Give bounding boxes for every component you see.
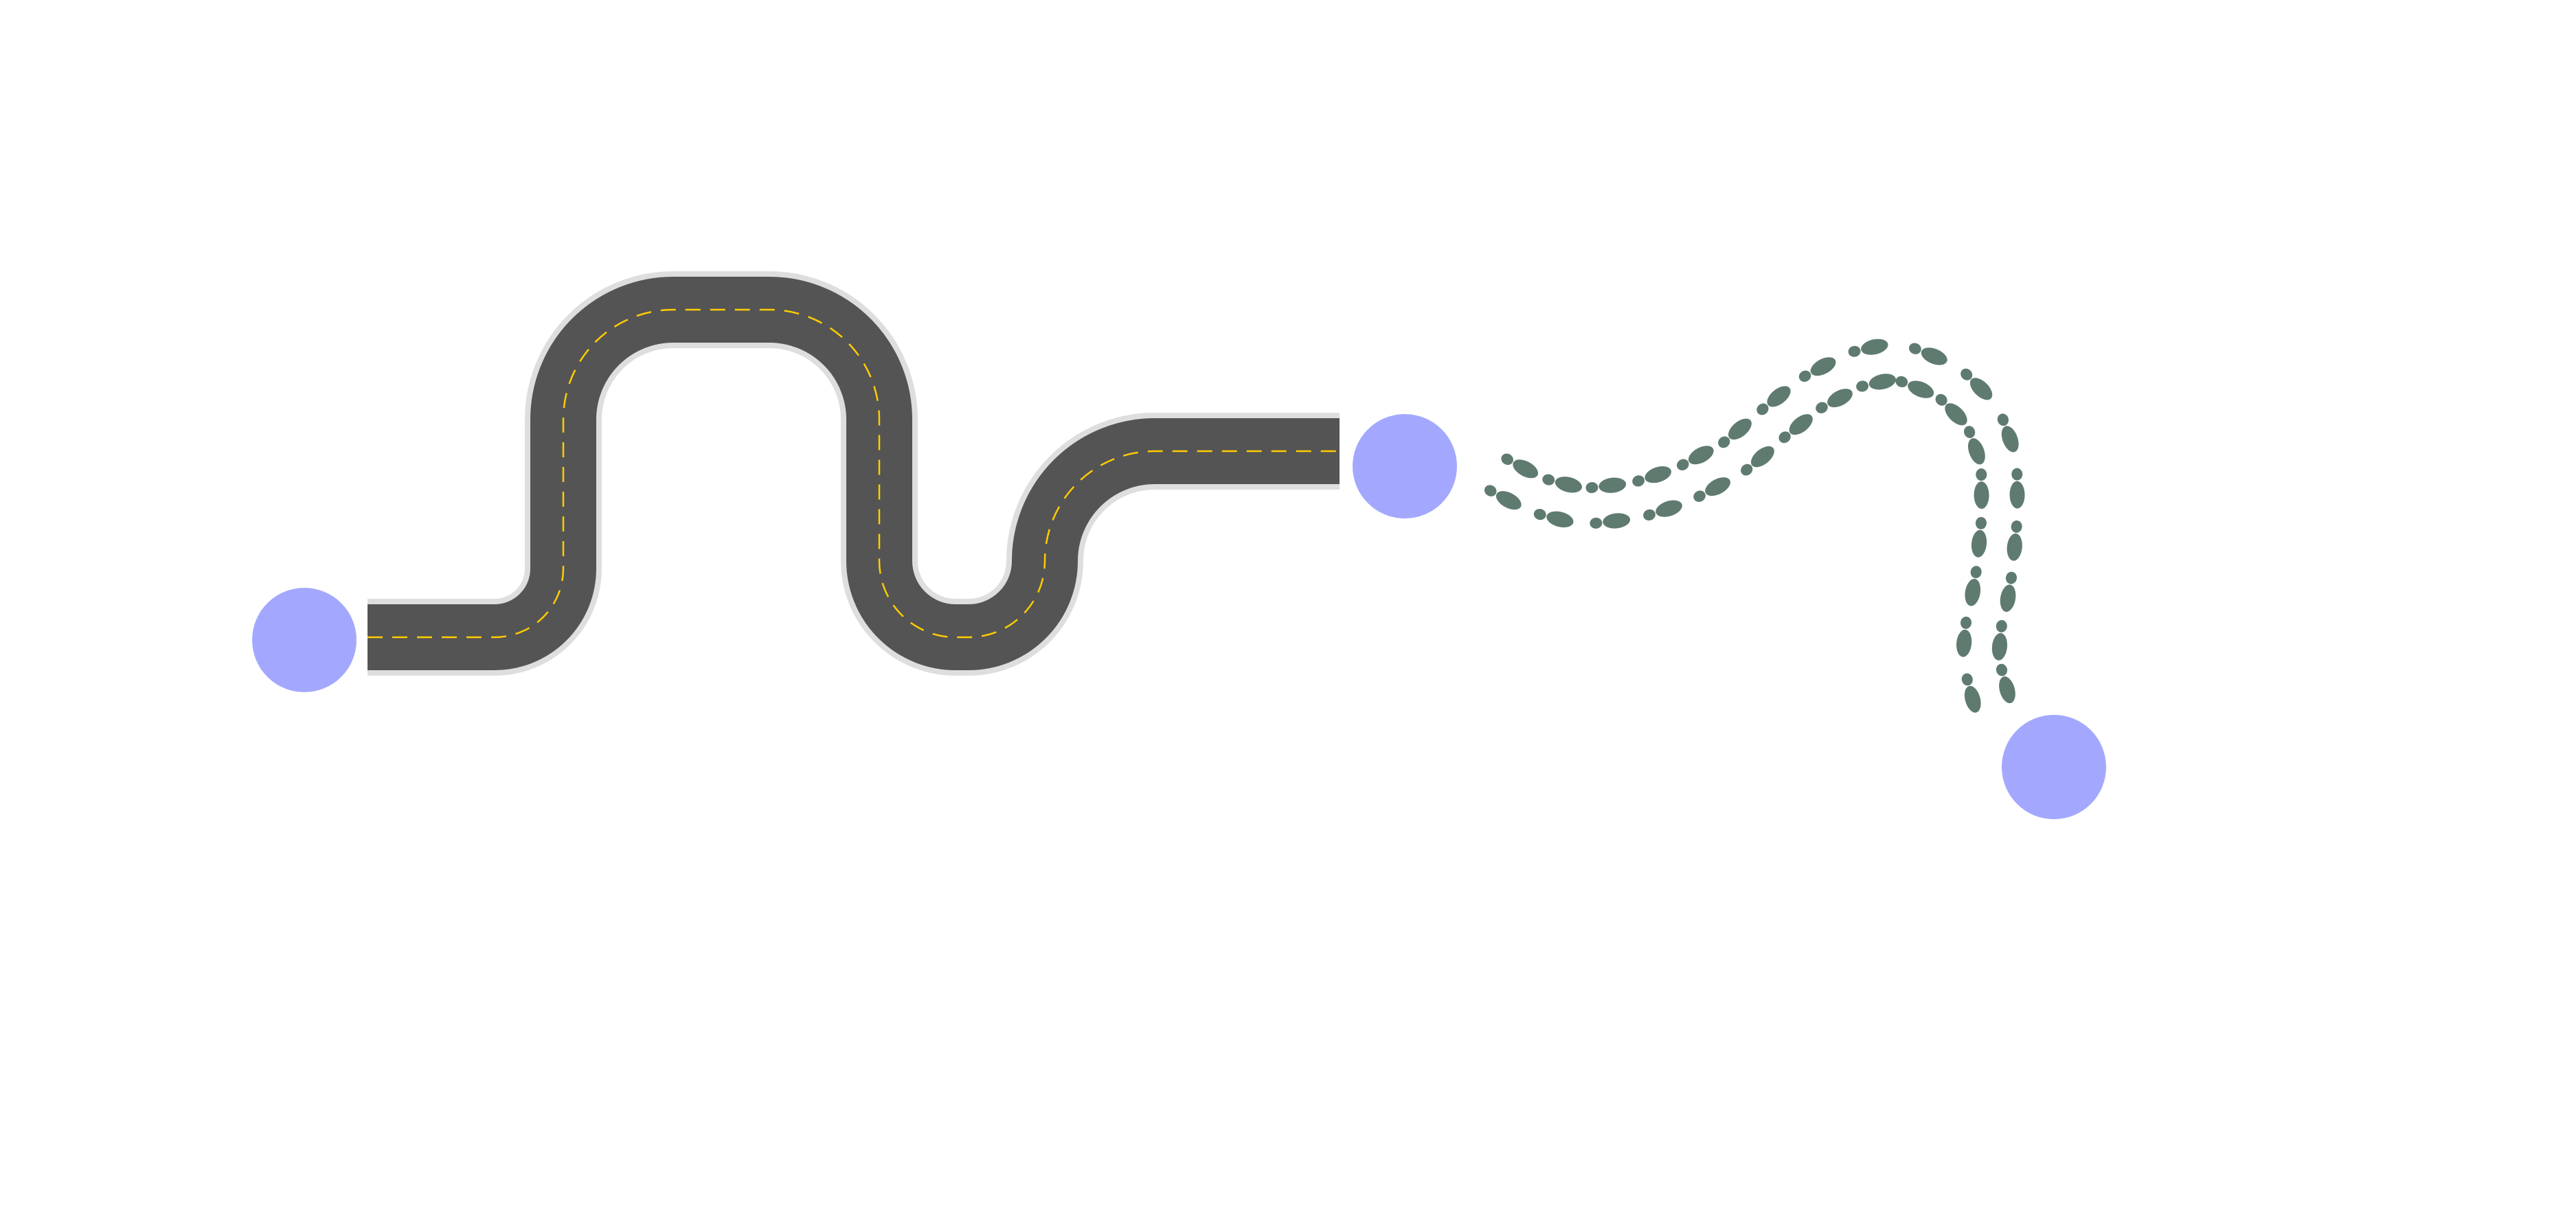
footprint-icon	[1991, 619, 2008, 661]
footprint-icon	[1693, 477, 1730, 502]
end-node[interactable]	[2002, 715, 2106, 819]
footprint-icon	[1856, 374, 1896, 392]
footprints-trail	[1484, 339, 2025, 713]
footprint-icon	[2007, 520, 2022, 561]
footprint-icon	[1643, 500, 1682, 521]
footprint-icon	[1961, 368, 1993, 400]
nodes	[252, 414, 2106, 819]
footprint-icon	[1542, 474, 1582, 493]
footprint-icon	[1848, 339, 1888, 357]
footprint-icon	[1971, 516, 1987, 558]
footprint-icon	[1956, 616, 1972, 657]
footprint-icon	[1632, 466, 1671, 487]
footprint-icon	[1676, 446, 1714, 470]
footprint-icon	[1756, 386, 1791, 415]
middle-node[interactable]	[1353, 414, 1457, 518]
footprint-icon	[1798, 357, 1836, 382]
footprint-icon	[1895, 376, 1934, 398]
road-connector	[368, 271, 1340, 676]
footprint-icon	[1961, 673, 1981, 713]
footprint-icon	[1501, 453, 1539, 479]
footprint-icon	[1778, 414, 1813, 444]
footprint-icon	[1484, 485, 1522, 510]
footprint-icon	[2009, 468, 2025, 509]
footprint-icon	[1974, 468, 1989, 510]
footprint-icon	[1965, 566, 1982, 606]
footprint-icon	[1585, 477, 1627, 494]
footprint-icon	[1533, 509, 1574, 527]
footprint-icon	[1718, 418, 1752, 448]
footprint-icon	[1590, 513, 1631, 529]
footprint-icon	[1935, 393, 1967, 426]
footprint-icon	[1816, 389, 1853, 413]
footprint-icon	[1963, 426, 1985, 465]
start-node[interactable]	[252, 588, 357, 692]
lane-marking	[368, 308, 1340, 639]
footprint-icon	[1997, 413, 2019, 453]
footprint-icon	[1741, 446, 1774, 476]
footprint-icon	[1996, 663, 2015, 704]
footprint-icon	[1909, 343, 1947, 365]
footprint-icon	[2000, 571, 2017, 613]
